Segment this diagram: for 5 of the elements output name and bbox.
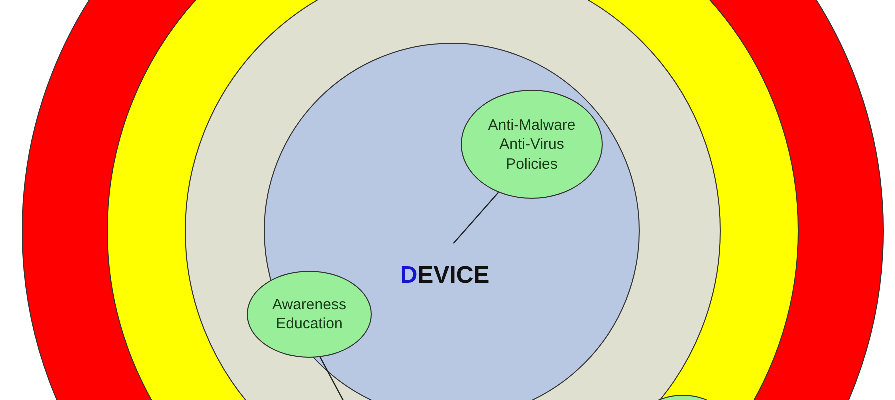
ellipse-label: Anti-Malware Anti-Virus Policies: [487, 115, 577, 174]
leader-line: [320, 357, 345, 400]
device-label: DEVICE: [399, 262, 491, 290]
leader-line: [453, 192, 500, 244]
ellipse-label: Awareness Education: [272, 295, 348, 334]
